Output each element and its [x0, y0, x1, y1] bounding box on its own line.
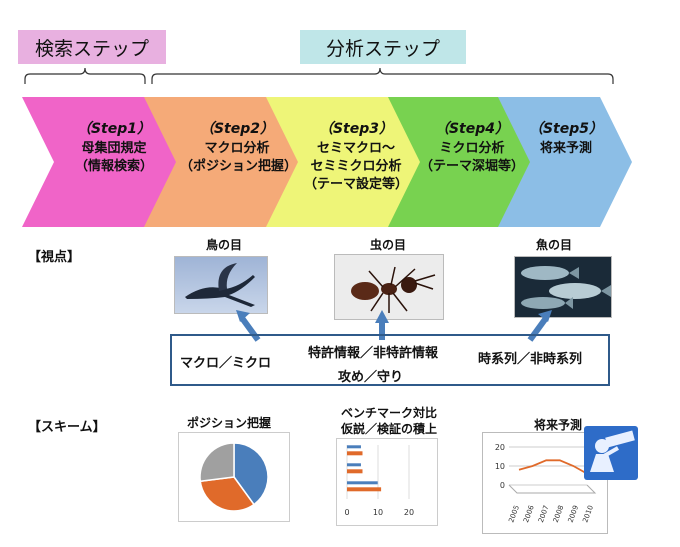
bird-eye-caption: 鳥の目: [205, 238, 242, 252]
step5-number: （Step5）: [528, 121, 604, 137]
search-brace: [24, 67, 146, 84]
fish-school-icon: [521, 266, 611, 309]
arrow-to-fish: [527, 316, 549, 342]
patent-info-text: 特許情報／非特許情報: [308, 346, 439, 361]
scheme-label: 【スキーム】: [28, 420, 106, 435]
step3-line3: （テーマ設定等）: [303, 177, 408, 192]
analysis-brace: [151, 67, 614, 84]
pie-chart: [199, 442, 269, 512]
line-xtick-label: 2006: [522, 504, 536, 524]
line-ytick-label: 0: [500, 481, 505, 490]
offense-defense-text: 攻め／守り: [338, 370, 404, 385]
step4-line2: （テーマ深堀等）: [420, 159, 525, 174]
viewpoint-box: マクロ／ミクロ 特許情報／非特許情報 攻め／守り 時系列／非時系列: [170, 334, 610, 386]
step3-line1: セミマクロ～: [316, 141, 395, 156]
line-ytick-label: 10: [495, 462, 505, 471]
line-xtick-label: 2007: [537, 504, 551, 523]
chevron-step4: [388, 97, 538, 227]
chevron-step2: [144, 97, 306, 227]
phase-braces: [24, 67, 614, 84]
step4-number: （Step4）: [434, 121, 510, 137]
viewpoint-label: 【視点】: [28, 250, 81, 265]
macro-micro-text: マクロ／ミクロ: [180, 356, 272, 371]
step1-number: （Step1）: [76, 121, 152, 137]
bar-tick-label: 10: [373, 508, 383, 517]
bar-mark: [347, 451, 363, 456]
step5-line1: 将来予測: [539, 141, 592, 156]
fish-eye-caption: 魚の目: [535, 238, 572, 252]
chevron-step5: [498, 97, 632, 227]
pie-chart-frame: [178, 432, 290, 522]
arrow-to-ant-head: [375, 310, 389, 323]
bar-chart: 0 10 20: [344, 445, 414, 517]
crane-icon: [185, 263, 255, 307]
line-xtick-label: 2009: [567, 504, 581, 523]
bar-tick-label: 20: [404, 508, 414, 517]
future-title: 将来予測: [533, 418, 582, 432]
line-series: [518, 459, 588, 475]
fish-photo: [514, 256, 612, 318]
arrow-to-bird: [239, 316, 261, 342]
line-xtick-label: 2010: [581, 504, 595, 523]
line-xtick-label: 2008: [552, 504, 566, 523]
arrow-to-fish-head: [538, 310, 552, 322]
viewpoint-arrows: [236, 310, 552, 342]
step2-line1: マクロ分析: [204, 141, 270, 156]
telescope-icon: [584, 426, 638, 480]
bench-title-1: ベンチマーク対比: [340, 406, 437, 420]
bar-mark: [347, 469, 363, 474]
step2-text: （Step2） マクロ分析 （ポジション把握）: [180, 120, 298, 176]
pie-slice: [199, 476, 256, 512]
step-chevrons: [22, 97, 632, 227]
bird-photo: [174, 256, 268, 314]
analysis-step-header: 分析ステップ: [300, 30, 466, 64]
pie-slice: [233, 442, 269, 506]
line-xtick-label: 2005: [507, 504, 521, 523]
search-step-header: 検索ステップ: [18, 30, 166, 64]
search-step-header-label: 検索ステップ: [34, 37, 149, 60]
bar-mark-secondary: [347, 463, 361, 467]
step5-text: （Step5） 将来予測: [524, 120, 608, 158]
step2-line2: （ポジション把握）: [180, 159, 298, 174]
step3-number: （Step3）: [318, 121, 394, 137]
bar-tick-label: 0: [344, 508, 349, 517]
line-ytick-label: 20: [495, 443, 505, 452]
bar-mark-secondary: [347, 445, 361, 449]
chevron-step3: [266, 97, 428, 227]
insect-eye-caption: 虫の目: [369, 238, 406, 252]
step3-text: （Step3） セミマクロ～ セミミクロ分析 （テーマ設定等）: [298, 120, 414, 194]
position-title: ポジション把握: [186, 416, 271, 430]
bar-chart-frame: 0 10 20: [336, 438, 438, 526]
step4-text: （Step4） ミクロ分析 （テーマ深堀等）: [420, 120, 524, 176]
analysis-step-header-label: 分析ステップ: [325, 37, 440, 60]
chevron-step1: [22, 97, 184, 227]
step3-line2: セミミクロ分析: [310, 159, 402, 174]
step1-line2: （情報検索）: [74, 159, 153, 174]
ant-photo: [334, 254, 444, 320]
step1-text: （Step1） 母集団規定 （情報検索）: [66, 120, 162, 176]
bar-mark: [347, 487, 382, 492]
arrow-to-bird-head: [236, 310, 250, 322]
pie-slice: [199, 442, 235, 483]
step2-number: （Step2）: [199, 121, 275, 137]
bench-title-2: 仮説／検証の積上: [340, 422, 437, 436]
step1-line1: 母集団規定: [81, 141, 147, 156]
bar-mark-secondary: [347, 481, 378, 485]
ant-icon: [351, 266, 436, 313]
telescope-figure: [584, 426, 638, 480]
time-series-text: 時系列／非時系列: [478, 352, 583, 367]
step4-line1: ミクロ分析: [439, 141, 505, 156]
line-floor: [508, 484, 597, 494]
